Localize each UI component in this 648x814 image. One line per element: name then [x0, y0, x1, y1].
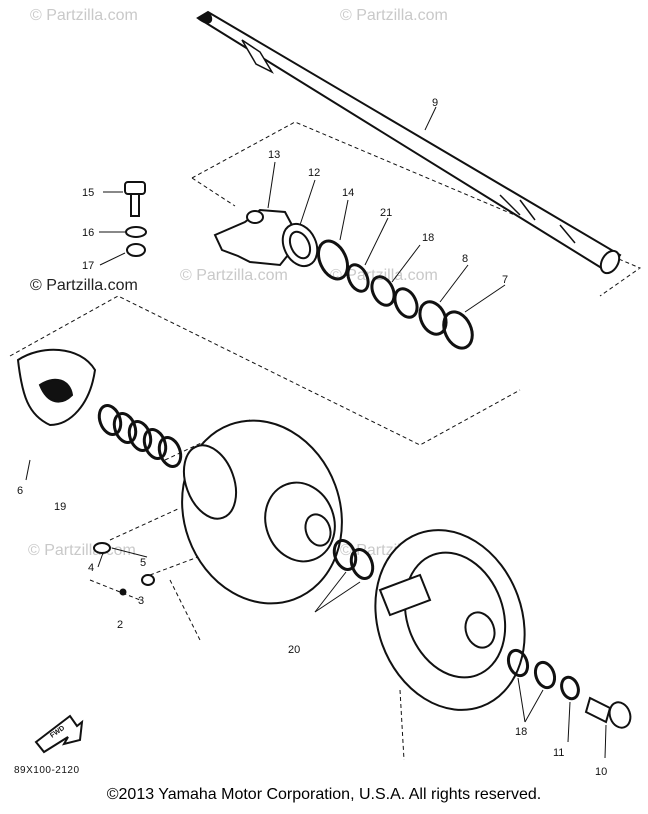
callout-13: 13: [268, 149, 280, 161]
washer-18-d: [533, 660, 557, 690]
front-arrow-shape: [34, 714, 84, 754]
watermark-text: © Partzilla.com: [330, 267, 438, 284]
washer-18-c: [506, 648, 530, 678]
shaft-end-cap: [197, 11, 213, 24]
diagram-code: 89X100-2120: [14, 765, 80, 776]
bolt-10: [584, 696, 632, 729]
cam-slot: [38, 378, 74, 403]
sheave-back-hub: [182, 444, 238, 520]
callout-3: 3: [138, 595, 144, 607]
right-fasteners: [506, 648, 580, 701]
spring-coil: [127, 419, 153, 453]
shaft-spline-line: [519, 199, 536, 221]
fixed-sheave: [374, 529, 526, 711]
spring-coil: [142, 427, 168, 461]
washers-20: [332, 538, 375, 581]
spring-coil: [97, 403, 123, 437]
pin-guide-line: [109, 507, 181, 541]
sheave-bore: [304, 513, 332, 547]
bolt-10-shank: [584, 696, 612, 724]
callout-19: 19: [54, 501, 66, 513]
callout-7: 7: [502, 274, 508, 286]
washer-16: [125, 226, 147, 238]
shaft-collar: [241, 39, 274, 74]
leader-lines: [25, 106, 607, 759]
pin-3: [141, 574, 155, 586]
spring-coil: [157, 435, 183, 469]
ring-21: [346, 263, 370, 293]
upper-dashed-edge: [191, 177, 236, 207]
upper-dashed-box: [191, 121, 642, 297]
callout-10: 10: [595, 766, 607, 778]
spring-19: [97, 403, 183, 469]
bolt-15-head: [124, 181, 146, 195]
front-arrow: FWD: [34, 714, 84, 754]
fixed-sheave-bore: [464, 611, 496, 649]
shaft-tip: [599, 249, 621, 275]
shaft-rings: [316, 239, 474, 350]
callout-12: 12: [308, 167, 320, 179]
pin-2: [119, 588, 127, 596]
callout-14: 14: [342, 187, 354, 199]
bushing-12-bore: [288, 230, 312, 260]
bolt-10-head: [608, 701, 632, 729]
callout-16: 16: [82, 227, 94, 239]
callout-21: 21: [380, 207, 392, 219]
pin-4: [93, 542, 111, 554]
watermark-text: © Partzilla.com: [30, 7, 138, 24]
bolt-15-shank: [130, 193, 140, 217]
sheave-outer-face: [181, 419, 343, 605]
sliding-sheave: [181, 419, 343, 605]
callout-20: 20: [288, 644, 300, 656]
callout-2: 2: [117, 619, 123, 631]
fixed-pulley-guide: [169, 579, 201, 641]
shaft-step: [499, 194, 521, 216]
ring-7: [442, 310, 474, 350]
washer-18-b: [393, 287, 419, 319]
callout-4: 4: [88, 562, 94, 574]
watermark-text: © Partzilla.com: [340, 7, 448, 24]
bracket-boss: [246, 210, 264, 224]
callout-15: 15: [82, 187, 94, 199]
fixed-sheave-spline: [378, 573, 432, 617]
watermark-text-strong: © Partzilla.com: [30, 277, 138, 294]
small-fasteners: [124, 181, 147, 257]
callout-17: 17: [82, 260, 94, 272]
callout-numbers: 9 13 12 14 21 18 8 7 15 16 17 6 19 5 4 3…: [17, 97, 607, 778]
circlip-14: [316, 239, 350, 281]
washer-11: [560, 675, 580, 701]
watermark-text: © Partzilla.com: [180, 267, 288, 284]
copyright-text: ©2013 Yamaha Motor Corporation, U.S.A. A…: [106, 786, 542, 803]
washer-20-b: [349, 547, 375, 581]
small-pins: [93, 542, 155, 596]
shaft: [196, 10, 622, 275]
watermark-text: © Partzilla.com: [28, 542, 136, 559]
shaft-step-2: [559, 224, 576, 244]
callout-11: 11: [553, 747, 564, 759]
arm-bracket-assembly: [213, 208, 319, 268]
disc-guide-line: [399, 689, 405, 761]
circlip-8: [418, 300, 448, 336]
cam-6: [16, 348, 97, 427]
callout-18: 18: [422, 232, 434, 244]
callout-8: 8: [462, 253, 468, 265]
pin-guide-line-2: [89, 579, 141, 601]
washer-18-a: [370, 275, 396, 307]
callout-18-lower: 18: [515, 726, 527, 738]
callout-5: 5: [140, 557, 146, 569]
callout-6: 6: [17, 485, 23, 497]
nut-17: [126, 243, 146, 257]
spring-coil: [112, 411, 138, 445]
callout-9: 9: [432, 97, 438, 109]
